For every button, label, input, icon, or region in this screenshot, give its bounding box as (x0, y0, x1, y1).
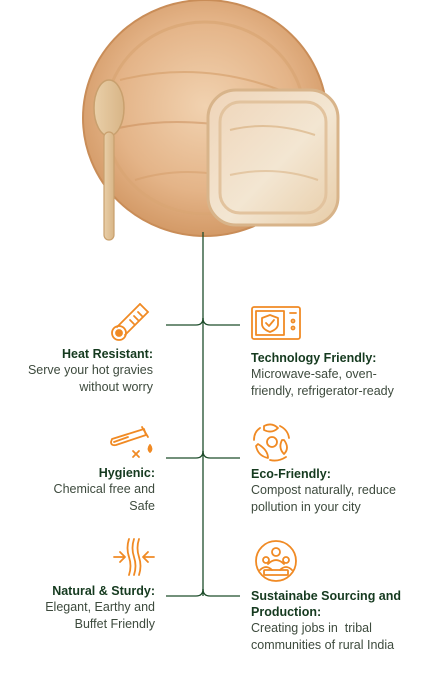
test-tube-icon (110, 426, 153, 458)
feature-heat-resistant: Heat Resistant: Serve your hot gravies w… (0, 346, 153, 396)
feature-technology-friendly: Technology Friendly: Microwave-safe, ove… (251, 350, 427, 400)
feature-desc-line2: pollution in your city (251, 500, 361, 514)
feature-desc-line1: Creating jobs in tribal (251, 621, 372, 635)
feature-desc-line2: friendly, refrigerator-ready (251, 384, 394, 398)
thermometer-icon (111, 303, 150, 341)
feature-desc-line1: Chemical free and (53, 482, 155, 496)
feature-desc-line2: Safe (129, 499, 155, 513)
feature-desc-line1: Serve your hot gravies (27, 363, 153, 377)
feature-title: Natural & Sturdy: (52, 584, 155, 598)
community-icon (255, 540, 297, 582)
feature-hygienic: Hygienic: Chemical free and Safe (0, 465, 155, 515)
feature-desc-line2: communities of rural India (251, 638, 395, 652)
feature-title-line1: Sustainabe Sourcing and (251, 589, 402, 603)
feature-desc-line1: Elegant, Earthy and (45, 600, 155, 614)
feature-desc-line1: Microwave-safe, oven- (251, 367, 377, 381)
pressure-arrows-icon (113, 538, 155, 576)
feature-title: Heat Resistant: (62, 347, 153, 361)
feature-sustainable-sourcing: Sustainabe Sourcing and Production: Crea… (251, 588, 427, 654)
microwave-icon (251, 306, 301, 340)
recycle-leaves-icon (253, 423, 290, 462)
feature-natural-sturdy: Natural & Sturdy: Elegant, Earthy and Bu… (0, 583, 155, 633)
feature-title: Hygienic: (98, 466, 155, 480)
feature-title-line2: Production: (251, 605, 322, 619)
feature-desc-line1: Compost naturally, reduce (251, 483, 396, 497)
areca-plate-product-image (82, 0, 340, 241)
feature-title: Technology Friendly: (251, 351, 377, 365)
feature-eco-friendly: Eco-Friendly: Compost naturally, reduce … (251, 466, 427, 516)
feature-desc-line2: Buffet Friendly (74, 617, 155, 631)
feature-title: Eco-Friendly: (251, 467, 331, 481)
feature-desc-line2: without worry (79, 380, 153, 394)
